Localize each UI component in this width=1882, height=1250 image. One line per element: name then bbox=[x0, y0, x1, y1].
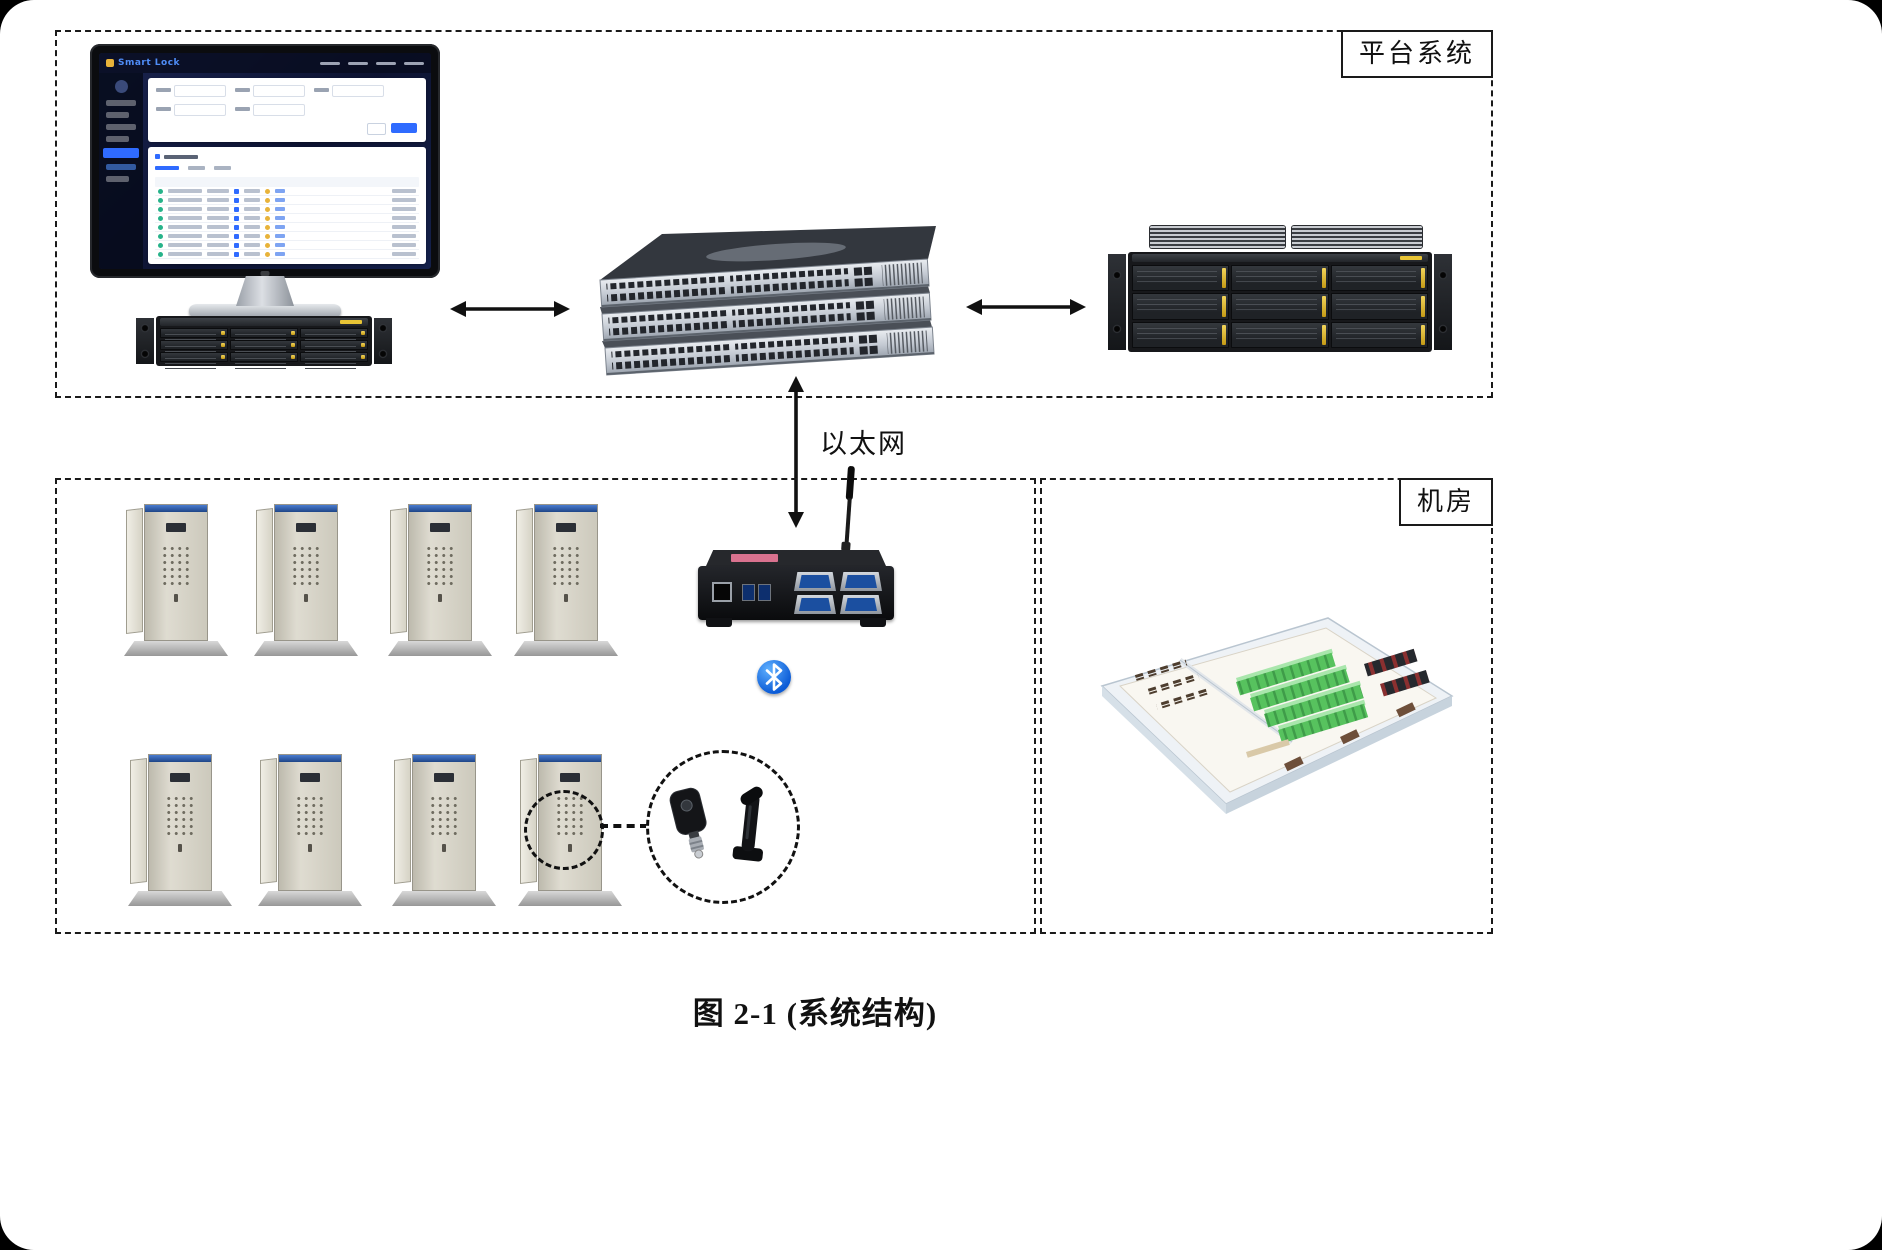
usb-ports bbox=[742, 584, 771, 601]
table-row bbox=[155, 232, 419, 241]
table-row bbox=[155, 241, 419, 250]
app-title: Smart Lock bbox=[118, 58, 181, 68]
table-row bbox=[155, 214, 419, 223]
power-cabinet bbox=[254, 504, 358, 656]
cabinet-area-box bbox=[55, 478, 1036, 934]
power-cabinet bbox=[124, 504, 228, 656]
bluetooth-gateway bbox=[698, 462, 894, 634]
app-sidebar bbox=[99, 73, 143, 269]
lock-handle-icon bbox=[732, 786, 763, 862]
ethernet-arrow-icon bbox=[788, 376, 804, 528]
lock-detail-callout bbox=[646, 750, 800, 904]
table-row bbox=[155, 223, 419, 232]
search-button bbox=[391, 123, 417, 133]
ethernet-port bbox=[712, 582, 732, 602]
switch-server-arrow-icon bbox=[966, 299, 1086, 315]
figure-caption: 图 2-1 (系统结构) bbox=[692, 996, 938, 1031]
table-header bbox=[155, 177, 419, 187]
machine-room-3d bbox=[1100, 617, 1454, 814]
platform-system-box: 平台系统 bbox=[55, 30, 1493, 398]
monitor-logo bbox=[260, 271, 270, 276]
machine-room-label: 机房 bbox=[1398, 478, 1493, 526]
app-content bbox=[143, 73, 431, 269]
monitor-screen: Smart Lock bbox=[90, 44, 440, 278]
power-cabinet bbox=[388, 504, 492, 656]
power-cabinet bbox=[392, 754, 496, 906]
reset-button bbox=[367, 123, 386, 135]
server-vent bbox=[1292, 226, 1422, 248]
antenna-icon bbox=[841, 465, 856, 552]
power-cabinet bbox=[258, 754, 362, 906]
machine-room-box: 机房 bbox=[1040, 478, 1493, 934]
serial-ports bbox=[794, 572, 882, 614]
table-row bbox=[155, 250, 419, 259]
cabinet-callout-circle bbox=[524, 790, 604, 870]
smartlock-app: Smart Lock bbox=[99, 53, 431, 269]
lock-icon bbox=[106, 59, 114, 67]
titlebar-menu bbox=[320, 61, 424, 65]
sidebar-active-item bbox=[103, 148, 139, 158]
gateway-label-sticker bbox=[731, 554, 778, 562]
workstation-switch-arrow-icon bbox=[450, 301, 570, 317]
bluetooth-icon bbox=[757, 660, 791, 694]
ethernet-label: 以太网 bbox=[820, 429, 907, 460]
platform-system-label: 平台系统 bbox=[1340, 30, 1493, 78]
filter-panel bbox=[148, 78, 426, 142]
power-cabinet bbox=[128, 754, 232, 906]
key-icon bbox=[669, 787, 707, 859]
table-row bbox=[155, 196, 419, 205]
server-vent bbox=[1150, 226, 1285, 248]
storage-server bbox=[1108, 252, 1452, 352]
management-workstation: Smart Lock bbox=[90, 44, 440, 318]
workstation-server bbox=[136, 316, 392, 366]
records-table bbox=[148, 147, 426, 264]
network-switch-stack bbox=[599, 226, 936, 376]
app-titlebar: Smart Lock bbox=[99, 53, 431, 73]
callout-connector-line bbox=[600, 824, 648, 828]
avatar bbox=[114, 80, 128, 93]
table-row bbox=[155, 187, 419, 196]
gateway-front-panel bbox=[698, 566, 894, 620]
table-row bbox=[155, 205, 419, 214]
power-cabinet bbox=[514, 504, 618, 656]
monitor-stand bbox=[236, 276, 294, 306]
monitor-base bbox=[189, 304, 341, 318]
